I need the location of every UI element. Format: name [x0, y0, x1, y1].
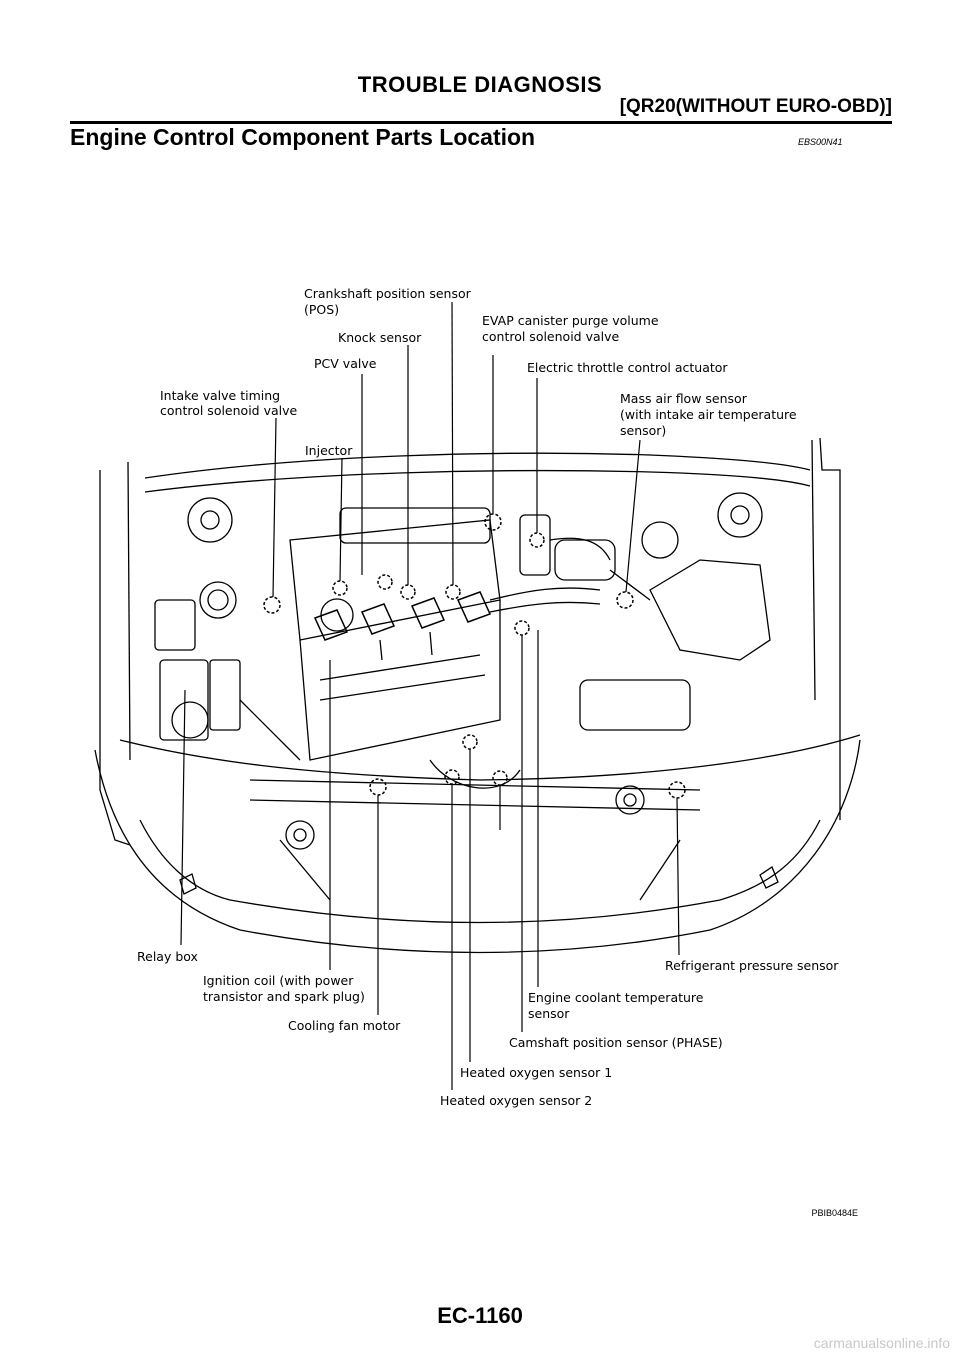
label-cooling-fan: Cooling fan motor: [288, 1018, 401, 1033]
marker-camshaft: [514, 620, 530, 636]
marker-other: [492, 770, 508, 786]
marker-injector: [332, 580, 348, 596]
section-title: Engine Control Component Parts Location: [70, 124, 536, 150]
engine-bay-drawing: [94, 437, 861, 954]
diagram-labels: Crankshaft position sensor (POS) EVAP ca…: [137, 286, 839, 1108]
marker-crankshaft: [445, 584, 461, 600]
label-evap-2: control solenoid valve: [482, 329, 620, 344]
label-ignition-1: Ignition coil (with power: [203, 973, 354, 988]
marker-ho2s1: [462, 734, 478, 750]
label-intake-valve-1: Intake valve timing: [160, 388, 280, 403]
marker-maf: [616, 591, 634, 609]
figure-code: PBIB0484E: [811, 1208, 858, 1218]
label-pcv-valve: PCV valve: [314, 356, 377, 371]
label-ignition-2: transistor and spark plug): [203, 989, 365, 1004]
label-crankshaft-1: Crankshaft position sensor: [304, 286, 472, 301]
label-maf-2: (with intake air temperature: [620, 407, 797, 422]
label-coolant-1: Engine coolant temperature: [528, 990, 704, 1005]
marker-throttle: [529, 532, 545, 548]
page-header-subtitle: [QR20(WITHOUT EURO-OBD)]: [619, 96, 892, 117]
section-code: EBS00N41: [798, 137, 843, 147]
header-rule: [70, 121, 892, 124]
label-injector: Injector: [305, 443, 353, 458]
watermark: carmanualsonline.info: [813, 1335, 950, 1351]
marker-evap: [484, 513, 502, 531]
label-ho2s1: Heated oxygen sensor 1: [460, 1065, 612, 1080]
leader-lines: [180, 301, 680, 1090]
label-evap-1: EVAP canister purge volume: [482, 313, 659, 328]
label-intake-valve-2: control solenoid valve: [160, 403, 298, 418]
marker-knock: [400, 584, 416, 600]
label-refrigerant: Refrigerant pressure sensor: [665, 958, 839, 973]
label-relay-box: Relay box: [137, 949, 198, 964]
marker-intake-valve: [263, 596, 281, 614]
label-ho2s2: Heated oxygen sensor 2: [440, 1093, 592, 1108]
marker-fan: [369, 778, 387, 796]
label-knock-sensor: Knock sensor: [338, 330, 422, 345]
marker-pcv: [377, 574, 393, 590]
page-header-title: TROUBLE DIAGNOSIS: [357, 72, 603, 97]
label-maf-3: sensor): [620, 423, 666, 438]
label-maf-1: Mass air flow sensor: [620, 391, 748, 406]
label-electric-throttle: Electric throttle control actuator: [527, 360, 728, 375]
label-coolant-2: sensor: [528, 1006, 570, 1021]
page-number: EC-1160: [437, 1303, 523, 1328]
label-crankshaft-2: (POS): [304, 302, 339, 317]
label-camshaft: Camshaft position sensor (PHASE): [509, 1035, 723, 1050]
